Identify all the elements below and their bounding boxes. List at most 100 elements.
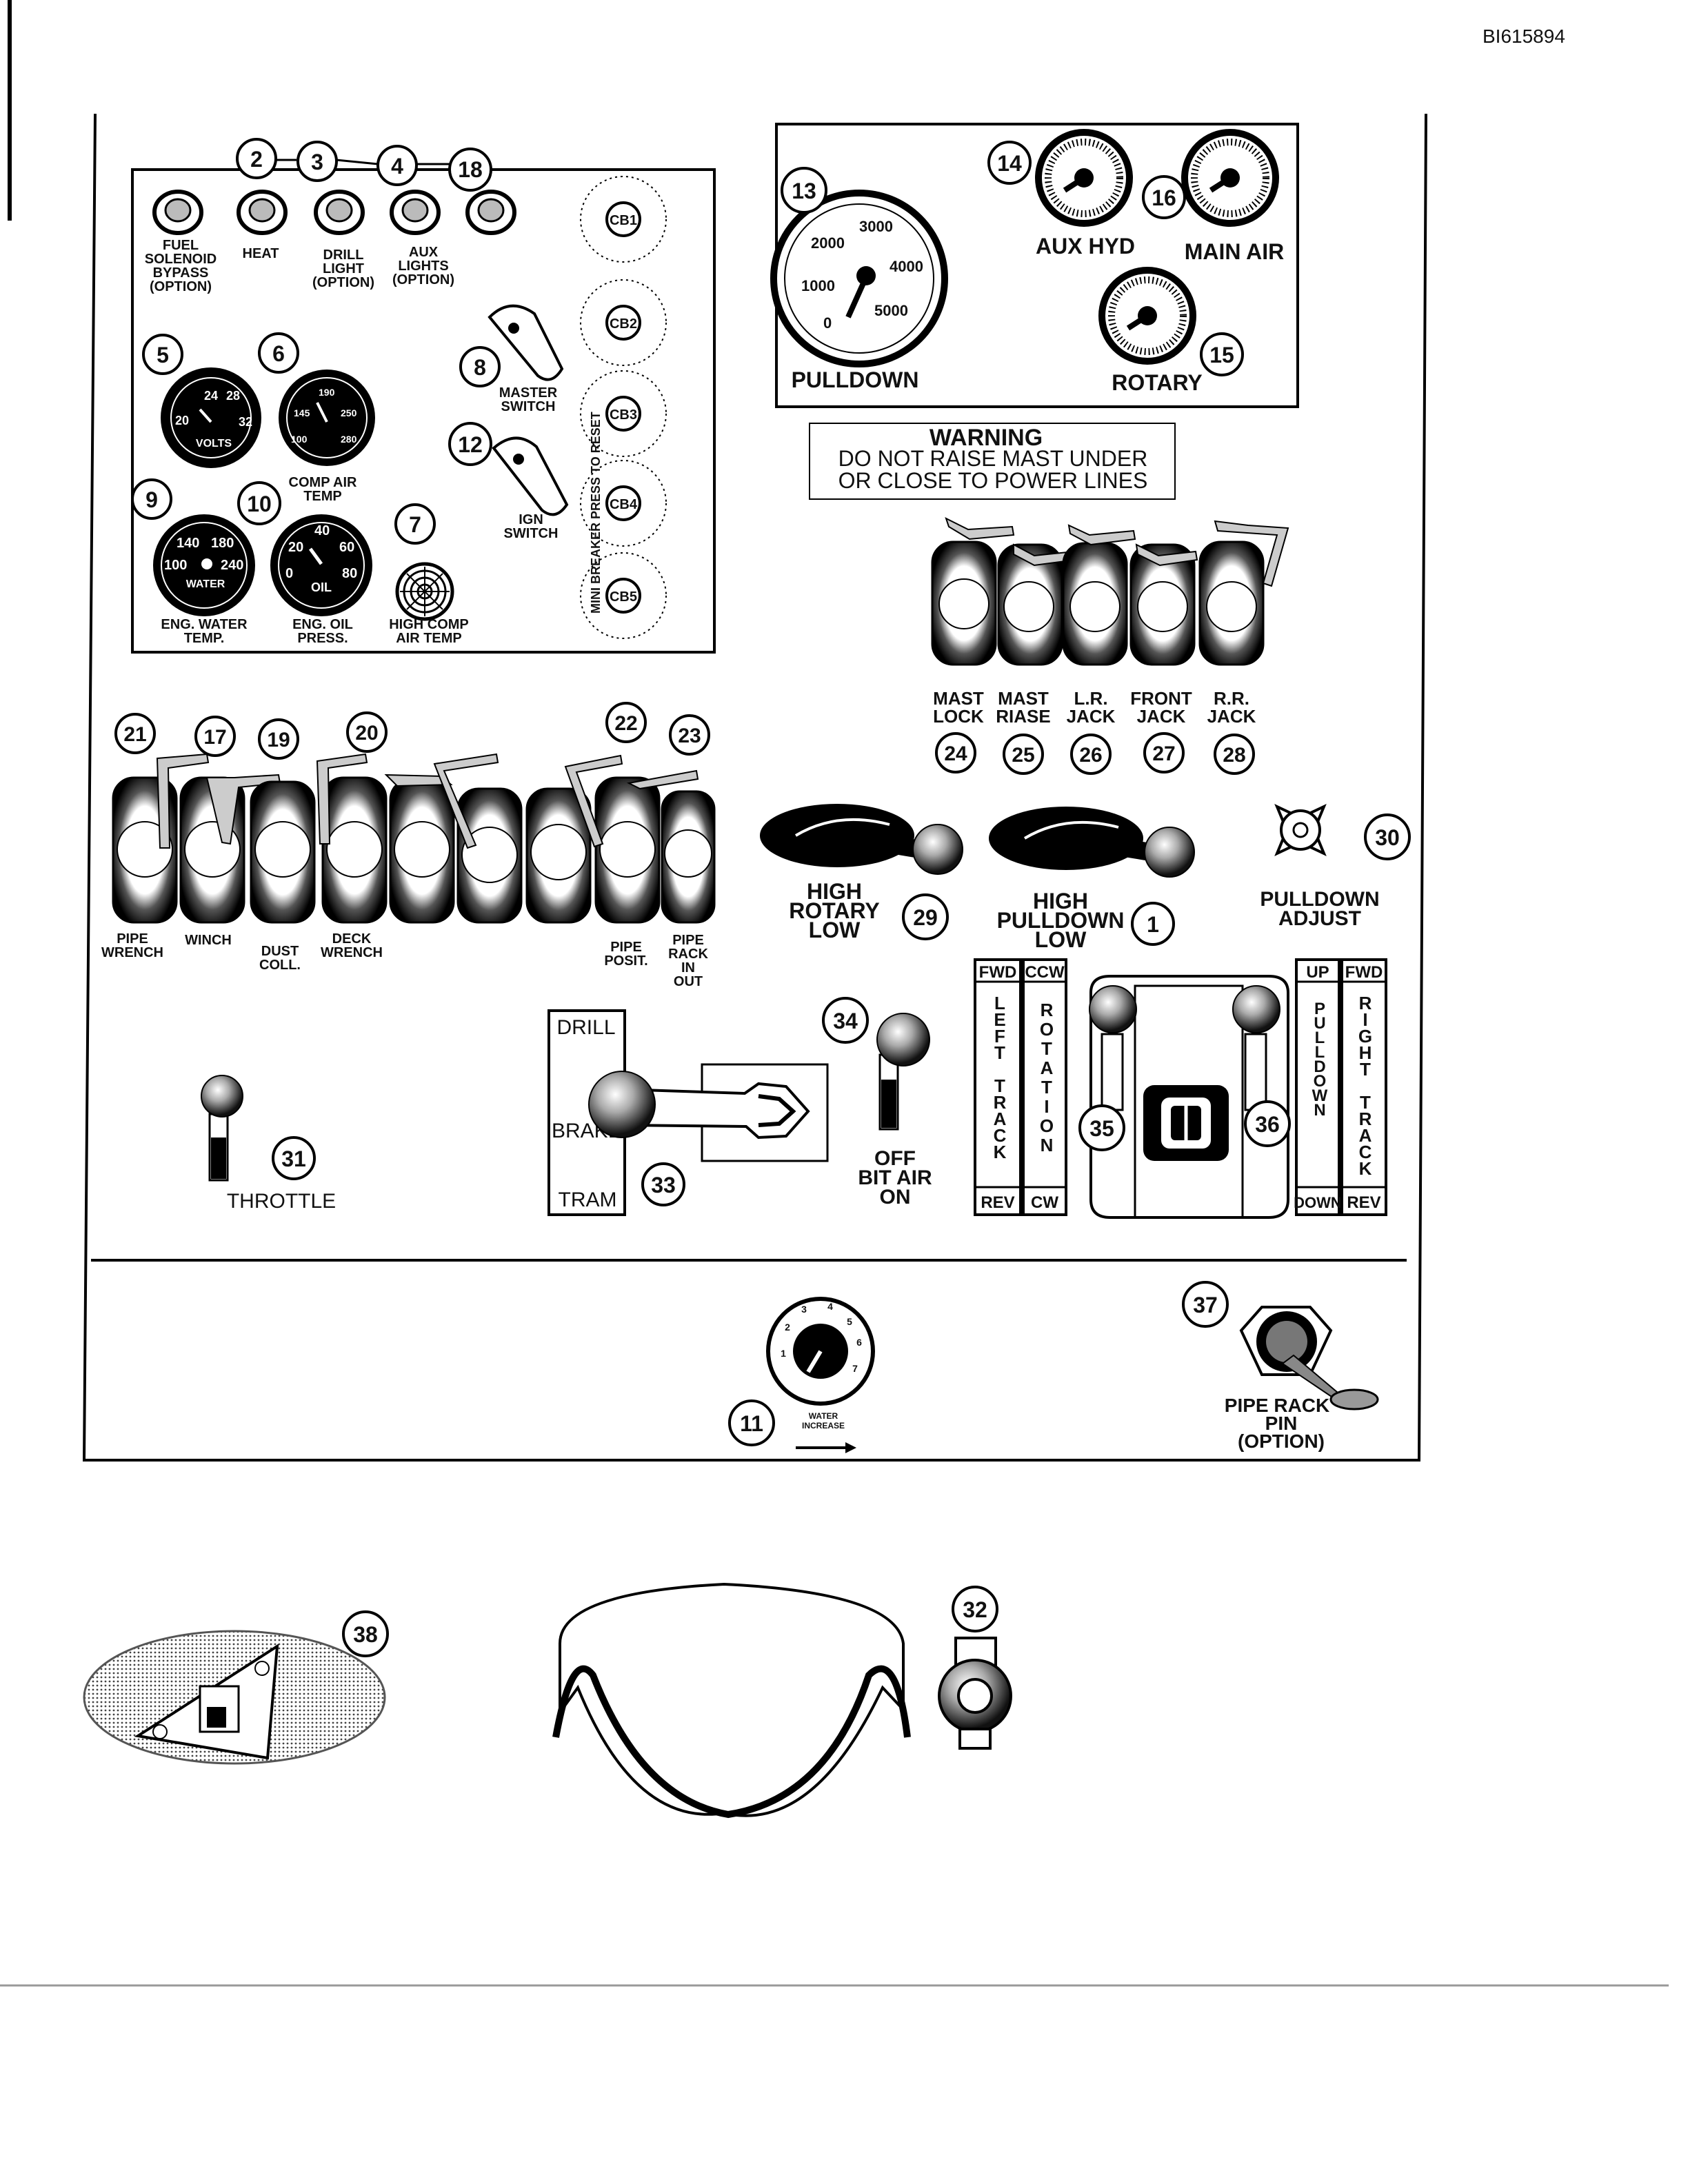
water-increase-arrow-icon (796, 1442, 856, 1453)
callout-36 (1244, 1100, 1291, 1147)
aux-lights-label-1: AUX (409, 245, 439, 260)
switch-18[interactable] (465, 190, 516, 235)
water-tick-3: 3 (801, 1304, 807, 1315)
pulldown-tick-0: 0 (823, 314, 832, 332)
comp-tick-190: 190 (319, 387, 335, 398)
lever-pipe-posit[interactable] (564, 754, 661, 924)
left-lever-bank (112, 753, 716, 924)
heat-switch[interactable] (237, 190, 288, 235)
callout-37 (1182, 1281, 1229, 1328)
callout-18 (448, 148, 492, 192)
lever-rr-jack[interactable] (1198, 520, 1289, 666)
seat-outline (552, 1582, 911, 1819)
master-switch-label-1: MASTER (499, 385, 558, 401)
comp-tick-280: 280 (341, 434, 357, 445)
callout-12 (448, 422, 492, 466)
callout-23-text: 23 (678, 725, 701, 747)
bit-air-lever[interactable] (876, 1013, 930, 1131)
breaker-cb4[interactable]: CB4 (580, 460, 667, 547)
breaker-caption: MINI BREAKER PRESS TO RESET (589, 412, 603, 614)
volts-tick-32: 32 (239, 415, 252, 429)
right-track-strip: FWD RIGHT TRACK REV (1340, 958, 1387, 1216)
callout-30 (1364, 813, 1411, 860)
lr-jack-label-1: L.R. (1074, 688, 1107, 709)
ign-switch[interactable] (492, 436, 569, 516)
breaker-cb2[interactable]: CB2 (580, 279, 667, 366)
floor-pad[interactable] (83, 1630, 386, 1765)
main-panel-outline (82, 113, 1427, 1462)
lever-mast-raise[interactable] (997, 543, 1077, 666)
drill-light-switch[interactable] (314, 190, 365, 235)
volts-tick-20: 20 (175, 414, 189, 427)
callout-24-text: 24 (944, 742, 967, 765)
check-valve[interactable] (938, 1637, 1012, 1750)
breaker-cb3-label: CB3 (610, 407, 637, 423)
callout-31-text: 31 (281, 1146, 306, 1171)
oil-tick-40: 40 (314, 523, 330, 538)
winch-label: WINCH (185, 933, 232, 948)
callout-10-text: 10 (247, 492, 272, 516)
lever-deck-wrench[interactable] (316, 753, 388, 924)
tram-position-label: TRAM (559, 1189, 617, 1211)
circuit-breakers: CB1 CB2 CB3 CB4 CB5 MINI BREAKER PRESS T… (580, 176, 667, 639)
volts-unit: VOLTS (196, 438, 232, 449)
volts-tick-24: 24 (204, 389, 218, 403)
left-track-top: FWD (979, 963, 1017, 982)
rotation-strip: CCW ROTATION CW (1022, 958, 1067, 1216)
warning-title: WARNING (930, 425, 1043, 451)
lever-6[interactable] (433, 753, 523, 924)
callout-16 (1142, 175, 1186, 219)
callout-13-text: 13 (792, 179, 816, 203)
callout-14 (987, 141, 1032, 185)
aux-lights-label-2: LIGHTS (398, 259, 448, 274)
lever-mast-lock[interactable] (931, 517, 1015, 666)
lr-jack-label-2: JACK (1067, 706, 1116, 727)
breaker-cb1[interactable]: CB1 (580, 176, 667, 263)
master-switch[interactable] (488, 304, 564, 381)
left-joystick[interactable] (1089, 985, 1137, 1111)
lever-dust-coll[interactable] (250, 780, 316, 924)
oil-tick-0: 0 (285, 566, 293, 581)
instrument-panel (131, 168, 716, 654)
fuel-solenoid-switch[interactable] (152, 190, 203, 235)
pipe-rack-pin-button[interactable] (1239, 1306, 1379, 1410)
aux-lights-switch[interactable] (390, 190, 441, 235)
breaker-cb2-label: CB2 (610, 316, 637, 332)
water-temp-gauge: 140 180 100 240 WATER (153, 514, 255, 616)
callout-27-text: 27 (1152, 742, 1175, 765)
lever-lr-jack[interactable] (1062, 524, 1136, 666)
lever-front-jack[interactable] (1129, 543, 1198, 666)
water-tick-140: 140 (177, 536, 199, 551)
breaker-cb3[interactable]: CB3 (580, 370, 667, 457)
lever-7[interactable] (525, 787, 592, 924)
breaker-cb5[interactable]: CB5 (580, 552, 667, 639)
oil-label-2: PRESS. (297, 631, 348, 646)
drill-selector-lever[interactable] (588, 1071, 810, 1140)
breaker-cb4-label: CB4 (610, 497, 638, 512)
fuel-label-1: FUEL (163, 238, 199, 253)
callout-34-text: 34 (833, 1009, 858, 1033)
lever-pipe-rack[interactable] (626, 769, 716, 924)
callout-15-text: 15 (1209, 343, 1234, 367)
drill-light-label-3: (OPTION) (312, 275, 374, 290)
dust-coll-label-1: DUST (261, 944, 299, 959)
mast-raise-label-1: MAST (998, 688, 1049, 709)
rotary-switch[interactable] (760, 804, 963, 875)
aux-hyd-gauge (1035, 129, 1133, 227)
high-comp-label-1: HIGH COMP (389, 617, 469, 632)
throttle-lever[interactable] (201, 1075, 243, 1182)
bit-air-on-label: ON (880, 1186, 911, 1209)
pipe-rack-pin-label-1: PIPE RACK (1225, 1395, 1329, 1416)
callout-4-text: 4 (391, 154, 403, 179)
callout-18-text: 18 (458, 157, 483, 182)
pulldown-switch-label: PULLDOWN (997, 908, 1125, 933)
lever-5[interactable] (384, 774, 455, 924)
pulldown-adjust-knob[interactable] (1274, 803, 1327, 857)
comp-air-temp-gauge: 190 145 250 100 280 (279, 370, 375, 466)
lever-winch[interactable] (179, 774, 281, 924)
pulldown-low-label: LOW (1035, 927, 1087, 952)
right-joystick[interactable] (1232, 985, 1280, 1111)
volts-gauge: 24 28 20 32 VOLTS (161, 367, 261, 468)
water-increase-knob[interactable] (766, 1297, 875, 1406)
pulldown-switch[interactable] (989, 807, 1195, 878)
